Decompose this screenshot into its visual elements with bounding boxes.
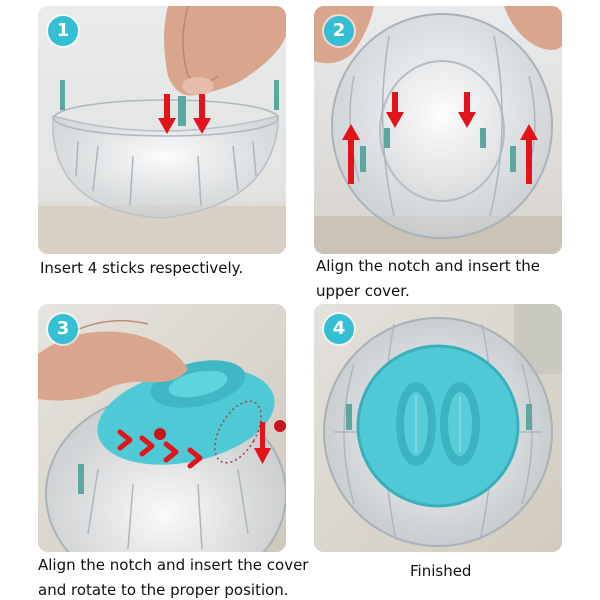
- step-4-photo: 4: [314, 304, 562, 552]
- step-4-caption: Finished: [410, 562, 472, 580]
- step-4-illustration: [314, 304, 562, 552]
- step-1-illustration: [38, 6, 286, 254]
- step-3-caption: Align the notch and insert the cover and…: [38, 556, 309, 599]
- step-2-illustration: [314, 6, 562, 254]
- step-3-photo: 3: [38, 304, 286, 552]
- step-1-number-badge: 1: [48, 16, 78, 46]
- step-3-number-badge: 3: [48, 314, 78, 344]
- step-2-photo: 2: [314, 6, 562, 254]
- step-4-number-badge: 4: [324, 314, 354, 344]
- step-1-photo: 1: [38, 6, 286, 254]
- step-2-caption: Align the notch and insert the upper cov…: [316, 257, 541, 300]
- step-2-number-badge: 2: [324, 16, 354, 46]
- step-1-caption: Insert 4 sticks respectively.: [40, 259, 244, 277]
- step-3-illustration: [38, 304, 286, 552]
